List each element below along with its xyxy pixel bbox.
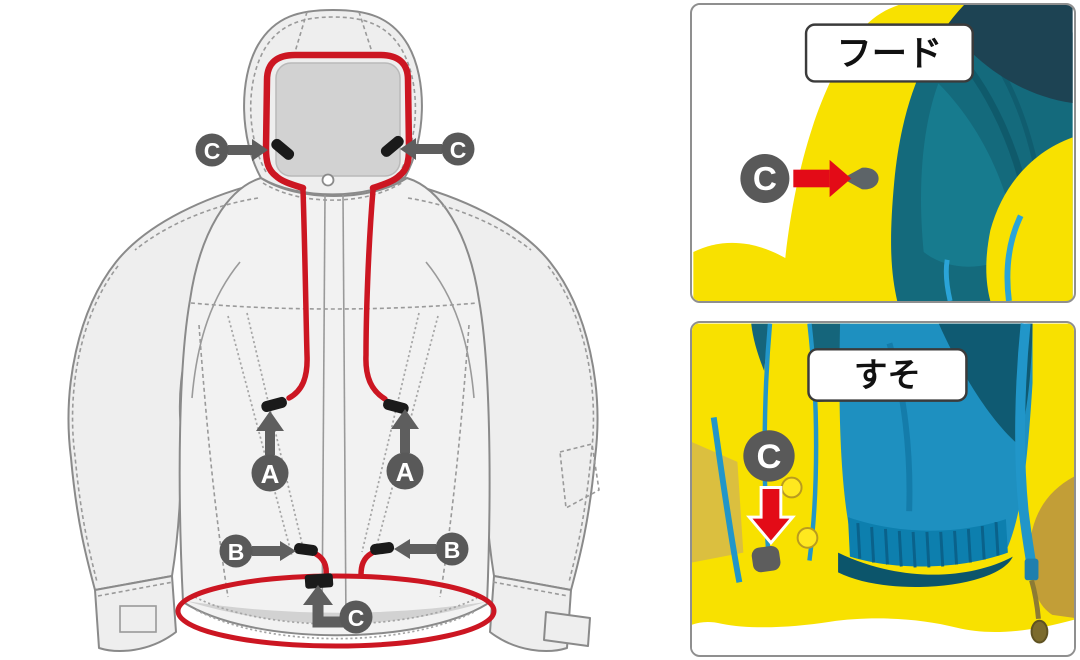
arrow-up-icon (256, 411, 284, 431)
marker-letter: C (450, 137, 467, 163)
arrow-up-icon (391, 409, 419, 429)
hem-label-text: すそ (854, 357, 921, 394)
elbow-patch-seam (559, 443, 600, 510)
jacket-torso (134, 177, 532, 640)
hood-toggle (842, 167, 879, 190)
red-arrow-down-icon (746, 486, 796, 546)
zipper-pull-knob (1030, 619, 1049, 644)
inset-photo-hem: C すそ (690, 321, 1076, 657)
marker-hem-center: C (303, 585, 373, 634)
marker-front-right: A (386, 409, 424, 490)
front-cord-tip-left (261, 396, 287, 413)
hood-label-text: フード (836, 35, 942, 74)
hood-brim (781, 5, 965, 301)
zipper-accent (1004, 214, 1024, 301)
marker-hood-left: C (195, 133, 268, 167)
hem-cord-tip-left (293, 543, 318, 556)
cuff-tab-right (543, 611, 591, 647)
jacket-line-diagram: C C A A B B (67, 9, 600, 652)
hood-face-opening (275, 62, 401, 177)
hem-highlight-oval (175, 573, 497, 649)
hood-label: フード (804, 23, 974, 83)
marker-letter: A (396, 457, 415, 487)
snap-button (780, 476, 803, 499)
chest-seam (190, 302, 478, 310)
arrow-up-icon (303, 585, 333, 605)
zipper-line (321, 194, 326, 627)
marker-letter: B (228, 539, 245, 565)
zipper-cord (1029, 579, 1041, 620)
snap-button (796, 527, 819, 549)
hood-drawcord (262, 51, 413, 192)
marker-letter: C (757, 438, 782, 476)
hood-cordlock-left (271, 138, 295, 160)
hem-label: すそ (807, 348, 968, 402)
arrow-left-icon (400, 138, 416, 160)
zipper-tape (1015, 323, 1037, 567)
marker-inset-hem: C (743, 430, 795, 482)
hem-interior (186, 601, 486, 624)
hem-toggle (751, 545, 781, 573)
marker-letter: A (261, 459, 280, 489)
hood-photo-art: C フード (693, 5, 1073, 301)
marker-hood-right: C (400, 132, 475, 166)
marker-letter: C (753, 161, 777, 198)
marker-hem-left: B (219, 534, 296, 568)
marker-inset-hood: C (740, 153, 790, 203)
hem-underside (838, 552, 1013, 588)
hood-cordlock-right (380, 135, 404, 157)
cuff-tab-left (119, 605, 157, 633)
zipper-slider (1024, 558, 1039, 581)
marker-letter: B (444, 537, 461, 563)
elastic-hem (847, 517, 1008, 568)
marker-letter: C (204, 138, 221, 164)
red-arrow-right-icon (793, 159, 852, 198)
arrow-left-icon (394, 539, 410, 559)
marker-hem-right: B (394, 532, 469, 566)
shell-shadow-right (1029, 476, 1074, 618)
inset-photo-hood: C フード (690, 3, 1076, 303)
shoulder-left (693, 242, 836, 301)
collar-snap-button (321, 173, 335, 187)
cord-locks (261, 135, 409, 556)
hem-photo-art: C すそ (692, 323, 1074, 655)
front-cord-tip-right (383, 398, 409, 415)
hem-cord-tip-right (370, 542, 395, 555)
marker-letter: C (348, 605, 365, 631)
marker-front-left: A (251, 411, 289, 492)
arrow-right-icon (280, 541, 296, 561)
arrow-right-icon (252, 139, 268, 161)
hem-cordlock-center (304, 573, 334, 589)
